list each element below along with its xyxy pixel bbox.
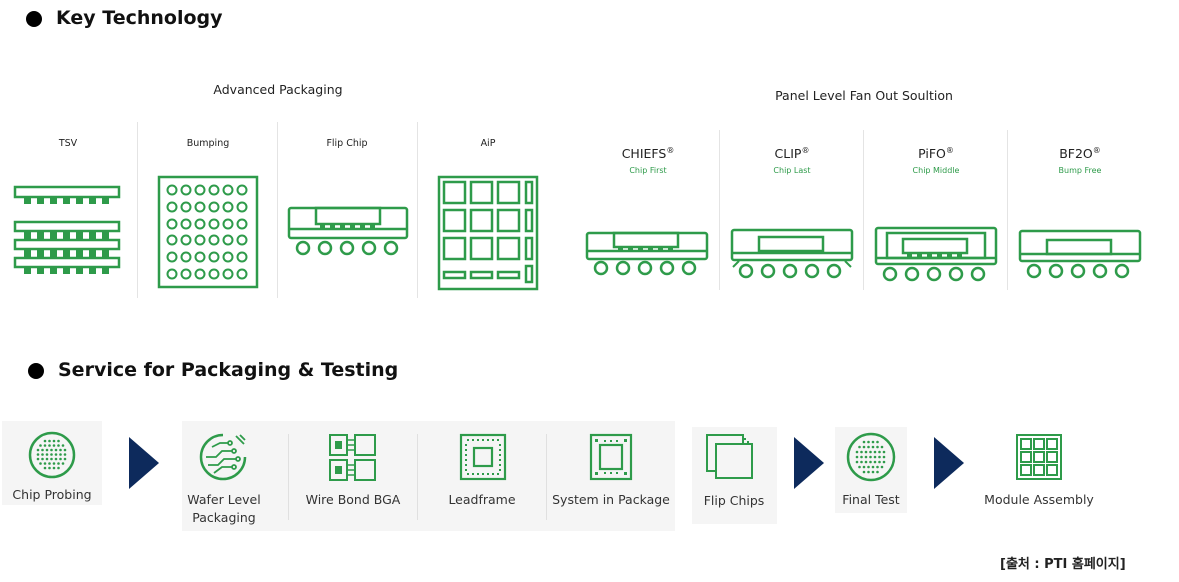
- flow-arrow-icon: [934, 437, 964, 489]
- separator: [417, 434, 418, 520]
- wafer-probe-icon: [28, 431, 76, 479]
- flow-arrow-icon: [129, 437, 159, 489]
- step-panel-chip-probing: [2, 421, 102, 505]
- group-title-panel-level: Panel Level Fan Out Soultion: [775, 88, 953, 103]
- step-label-chip-probing: Chip Probing: [12, 487, 92, 502]
- label-flip-chip: Flip Chip: [326, 138, 368, 149]
- step-panel-packaging-group: [182, 421, 675, 531]
- final-test-icon: [846, 432, 896, 482]
- system-in-package-icon: [589, 433, 633, 481]
- bf2o-icon: [1018, 229, 1142, 279]
- tsv-icon: [13, 185, 121, 274]
- group-title-advanced-packaging: Advanced Packaging: [213, 82, 343, 97]
- sub-bump-free: Bump Free: [1058, 166, 1102, 175]
- label-tsv: TSV: [58, 138, 78, 149]
- step-label-system-in-package: System in Package: [552, 492, 670, 507]
- section-title-service: Service for Packaging & Testing: [58, 359, 399, 381]
- label-bf2o: BF2O®: [1059, 146, 1101, 162]
- separator: [417, 122, 418, 298]
- step-label-wafer-level-packaging: Wafer Level Packaging: [187, 492, 261, 525]
- step-label-final-test: Final Test: [842, 492, 900, 507]
- flip-chips-icon: [706, 434, 753, 479]
- separator: [1007, 130, 1008, 290]
- pifo-icon: [874, 226, 998, 282]
- label-chiefs: CHIEFS®: [621, 146, 675, 162]
- separator: [719, 130, 720, 290]
- label-clip: CLIP®: [774, 146, 810, 162]
- bullet-icon: [26, 11, 42, 27]
- bumping-icon: [157, 175, 259, 289]
- separator: [863, 130, 864, 290]
- separator: [546, 434, 547, 520]
- wire-bond-bga-icon: [329, 434, 376, 481]
- label-pifo: PiFO®: [918, 146, 954, 162]
- step-label-flip-chips: Flip Chips: [703, 493, 765, 508]
- circuit-wafer-icon: [199, 433, 247, 481]
- step-panel-final-test: [835, 427, 907, 513]
- step-label-module-assembly: Module Assembly: [984, 492, 1094, 507]
- label-bumping: Bumping: [186, 138, 230, 149]
- bullet-icon: [28, 363, 44, 379]
- module-assembly-icon: [1016, 434, 1062, 480]
- clip-icon: [730, 228, 854, 279]
- sub-chip-first: Chip First: [629, 166, 667, 175]
- step-label-wire-bond-bga: Wire Bond BGA: [305, 492, 401, 507]
- flip-chip-icon: [287, 206, 409, 256]
- sub-chip-middle: Chip Middle: [912, 166, 960, 175]
- label-aip: AiP: [480, 138, 496, 149]
- chiefs-icon: [585, 231, 709, 276]
- aip-icon: [437, 175, 539, 291]
- separator: [137, 122, 138, 298]
- source-caption: [출처 : PTI 홈페이지]: [1000, 557, 1126, 572]
- flow-arrow-icon: [794, 437, 824, 489]
- separator: [277, 122, 278, 298]
- step-label-leadframe: Leadframe: [448, 492, 516, 507]
- sub-chip-last: Chip Last: [773, 166, 811, 175]
- leadframe-icon: [459, 433, 507, 481]
- section-title-key-technology: Key Technology: [56, 7, 223, 29]
- separator: [288, 434, 289, 520]
